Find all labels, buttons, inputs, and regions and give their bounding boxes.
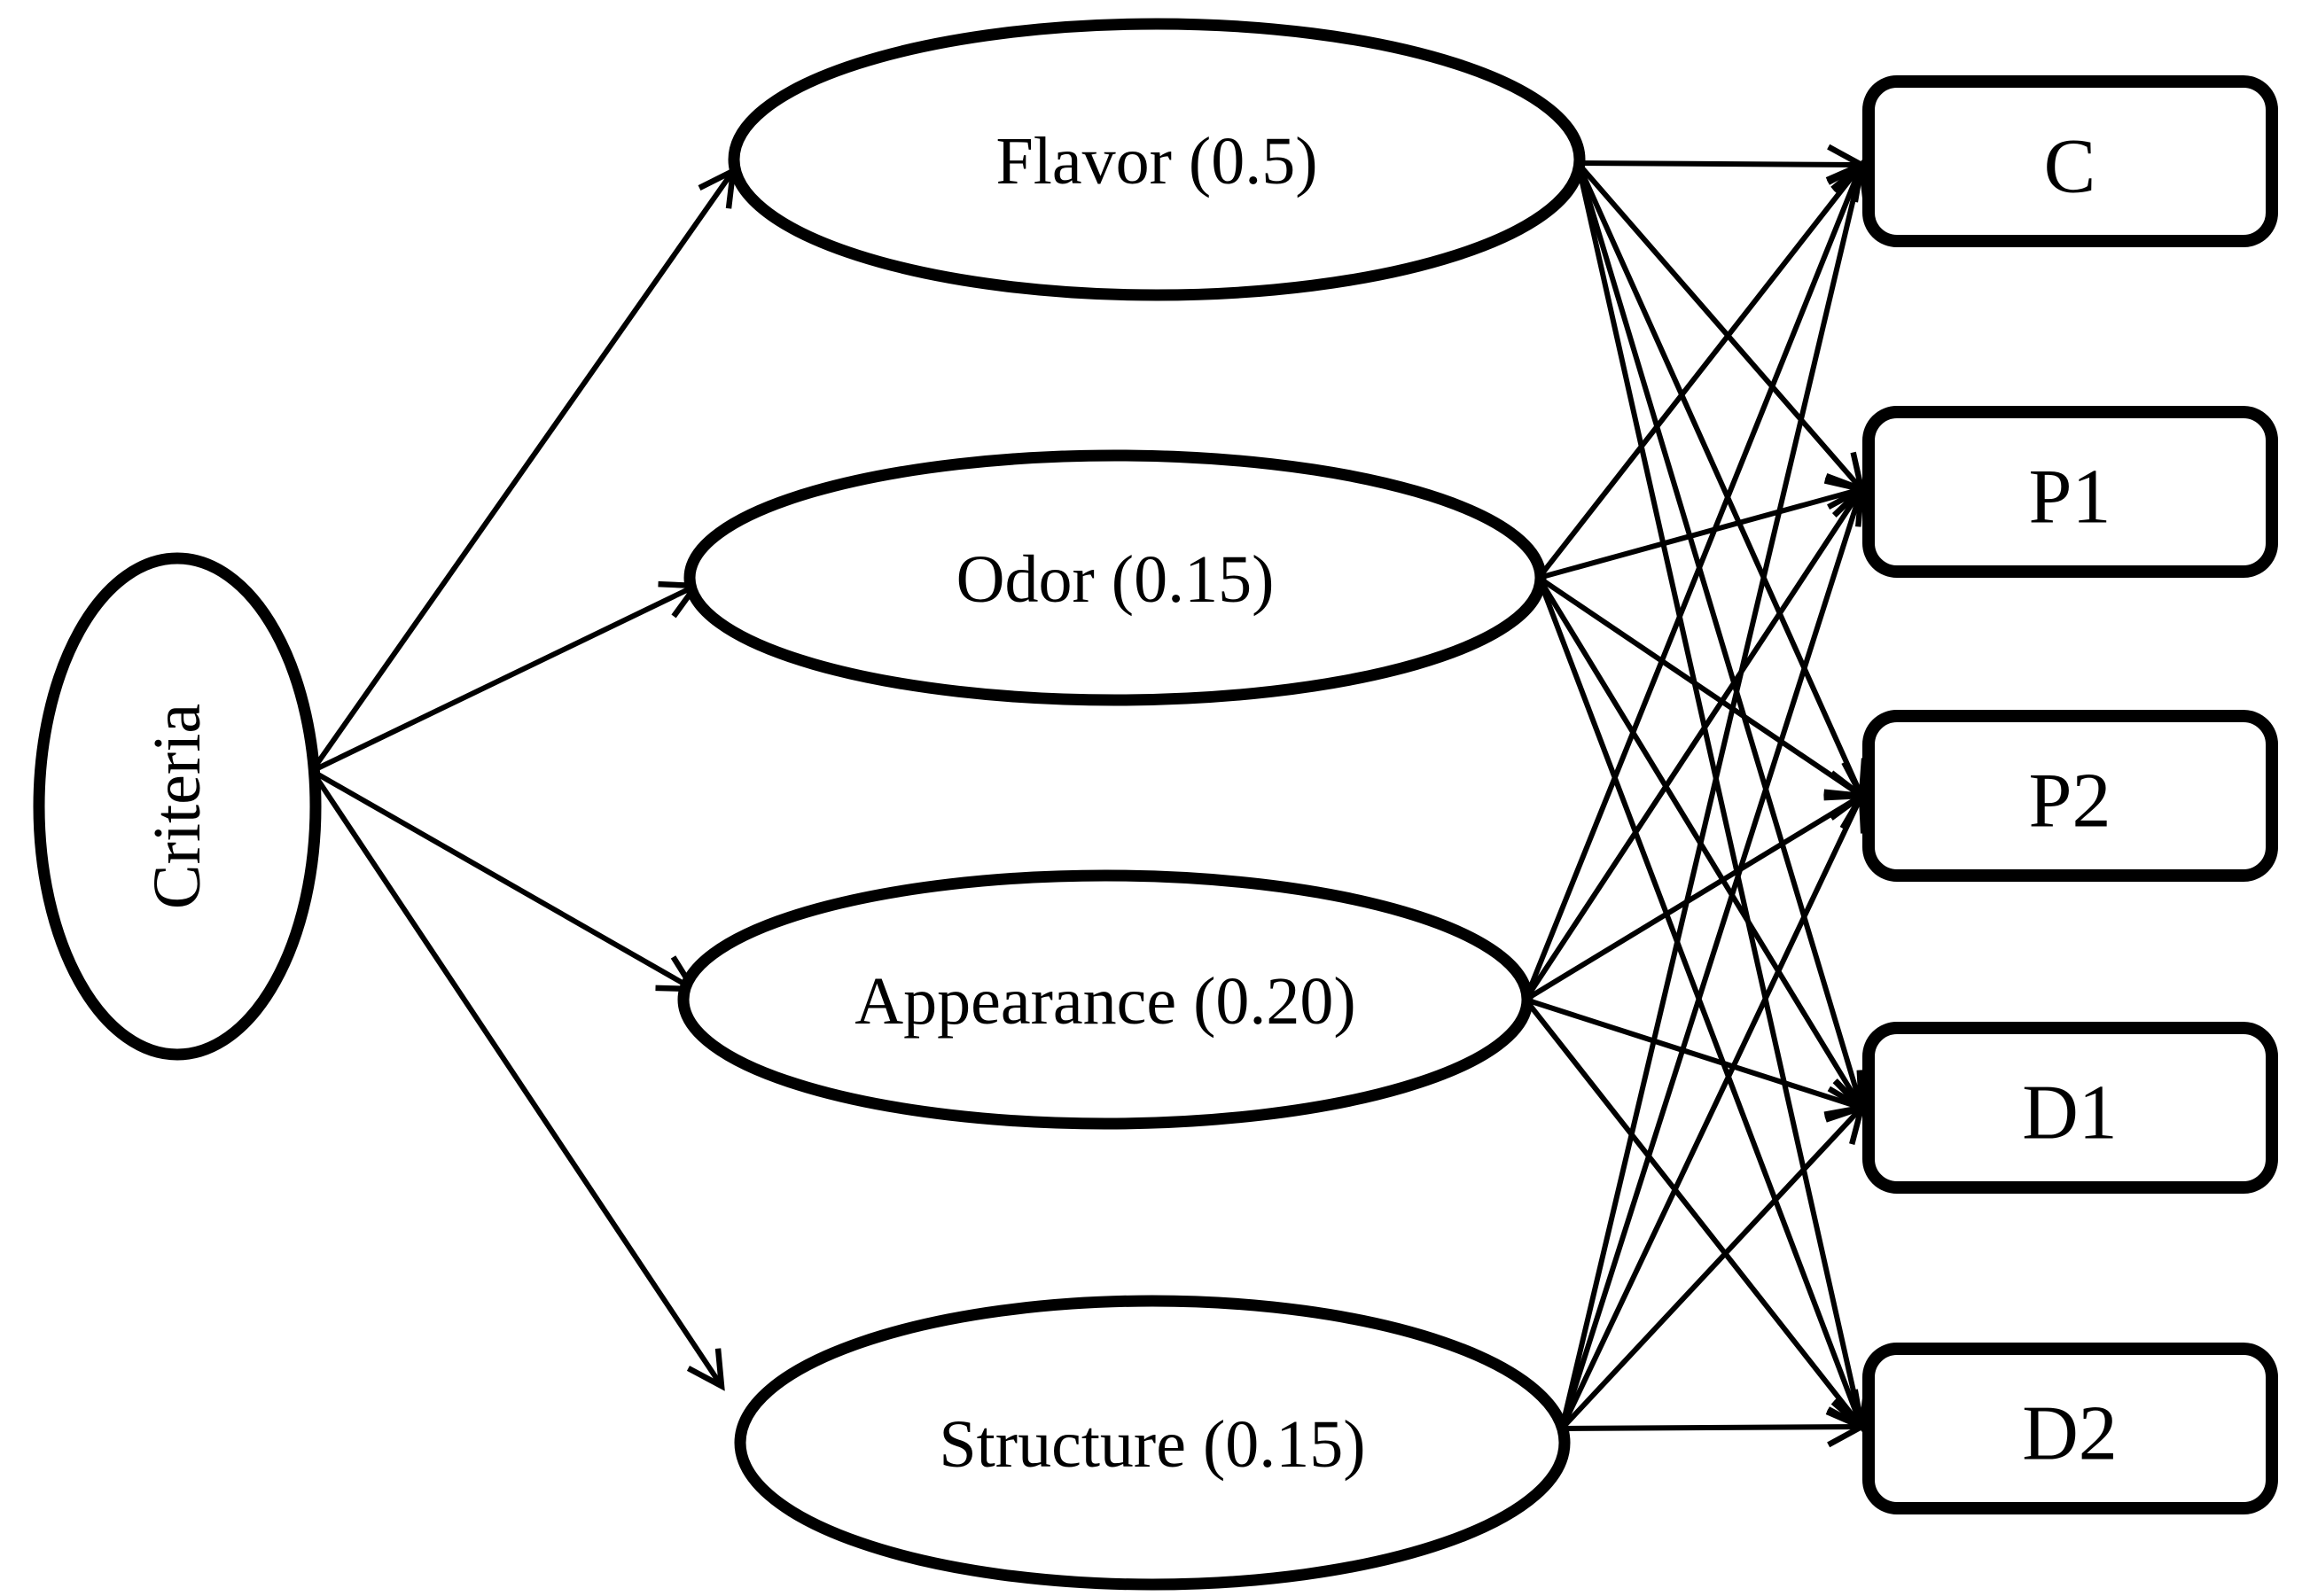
edge-odor-p2 — [1537, 575, 1861, 796]
edge-odor-c — [1536, 165, 1861, 580]
criterion-node-appearance: Appearance (0.20) — [677, 869, 1533, 1130]
edge-structure-c — [1559, 165, 1861, 1429]
edge-appearance-p2 — [1524, 796, 1861, 1002]
alternative-node-d2: D2 — [1862, 1343, 2278, 1514]
edge-criteria-flavor — [309, 171, 733, 773]
criteria-root-node: Criteria — [33, 552, 322, 1061]
flavor-ellipse — [728, 18, 1586, 301]
d2-box — [1862, 1343, 2278, 1514]
odor-label: Odor (0.15) — [956, 542, 1275, 617]
edge-flavor-p1 — [1575, 161, 1861, 489]
p2-label: P2 — [2029, 759, 2111, 845]
edge-flavor-p2 — [1575, 161, 1861, 796]
criteria-root-ellipse — [33, 552, 322, 1061]
structure-ellipse — [734, 1295, 1571, 1591]
alternative-node-c: C — [1862, 75, 2278, 247]
criterion-node-odor: Odor (0.15) — [683, 449, 1547, 706]
edge-flavor-d2 — [1575, 162, 1861, 1427]
p1-label: P1 — [2029, 455, 2111, 541]
d1-label: D1 — [2022, 1070, 2118, 1156]
criteria-root-label: Criteria — [140, 704, 215, 909]
appearance-label: Appearance (0.20) — [855, 964, 1355, 1039]
edge-appearance-d2 — [1523, 998, 1861, 1427]
edge-flavor-d1 — [1575, 162, 1861, 1108]
p2-box — [1862, 710, 2278, 882]
edges-flavor-to-alternatives — [1575, 161, 1861, 1427]
edge-criteria-odor — [310, 586, 696, 774]
structure-label: Structure (0.15) — [939, 1407, 1365, 1482]
criterion-node-flavor: Flavor (0.5) — [728, 18, 1586, 301]
edges-appearance-to-alternatives — [1523, 165, 1861, 1427]
p1-box — [1862, 406, 2278, 578]
appearance-ellipse — [677, 869, 1533, 1130]
edge-criteria-appearance — [310, 768, 693, 989]
alternative-node-p1: P1 — [1862, 406, 2278, 578]
c-box — [1862, 75, 2278, 247]
edges-structure-to-alternatives — [1559, 165, 1861, 1431]
edge-structure-d2 — [1561, 1427, 1861, 1429]
odor-ellipse — [683, 449, 1547, 706]
edge-structure-d1 — [1559, 1108, 1861, 1431]
edge-appearance-d1 — [1525, 997, 1861, 1108]
d2-label: D2 — [2022, 1391, 2118, 1477]
edge-structure-p2 — [1559, 796, 1861, 1430]
edge-appearance-p1 — [1523, 489, 1861, 1001]
edge-odor-p1 — [1538, 489, 1861, 580]
edges-odor-to-alternatives — [1536, 165, 1861, 1427]
edge-structure-p1 — [1559, 489, 1861, 1429]
edge-appearance-c — [1523, 165, 1861, 1001]
flavor-label: Flavor (0.5) — [995, 124, 1317, 199]
c-label: C — [2044, 124, 2096, 210]
edge-criteria-structure — [309, 769, 722, 1386]
criterion-node-structure: Structure (0.15) — [734, 1295, 1571, 1591]
alternative-node-p2: P2 — [1862, 710, 2278, 882]
d1-box — [1862, 1022, 2278, 1194]
edge-flavor-c — [1577, 163, 1861, 165]
edges-root-to-criteria — [309, 171, 733, 1386]
alternative-node-d1: D1 — [1862, 1022, 2278, 1194]
